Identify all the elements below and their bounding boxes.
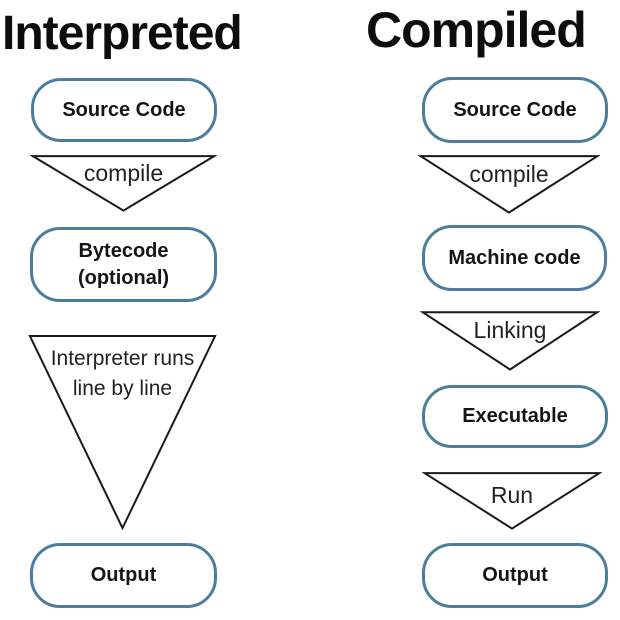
down-triangle-icon [422, 472, 602, 530]
node-machine-code: Machine code [422, 225, 607, 291]
arrow-label: compile [469, 161, 549, 187]
node-bytecode-optional: Bytecode (optional) [30, 227, 217, 302]
node-label: Source Code [453, 98, 577, 121]
arrow-label: Linking [473, 317, 547, 343]
compiled-column-title: Compiled [366, 2, 587, 58]
arrow-label: compile [83, 160, 164, 186]
arrow-label-line1: Interpreter runs [50, 347, 195, 370]
node-output-interpreted: Output [30, 543, 217, 608]
arrow-run: Run [422, 472, 602, 530]
node-output-compiled: Output [422, 543, 608, 608]
arrow-label: Interpreter runs line by line [51, 344, 195, 405]
arrow-linking: Linking [420, 311, 600, 371]
node-label: Source Code [62, 98, 186, 121]
node-label-line2: (optional) [77, 266, 170, 289]
arrow-label: Run [490, 482, 534, 508]
down-triangle-icon [418, 155, 600, 214]
node-label-line1: Bytecode [78, 239, 169, 262]
down-triangle-icon [420, 311, 600, 371]
node-source-code-compiled: Source Code [422, 77, 608, 143]
interpreted-column-title: Interpreted [2, 7, 243, 60]
down-triangle-icon [28, 333, 217, 530]
node-source-code-interpreted: Source Code [31, 78, 217, 142]
down-triangle-icon [30, 155, 217, 212]
node-label: Executable [462, 405, 568, 427]
node-executable: Executable [422, 385, 608, 448]
arrow-compile-compiled: compile [418, 155, 600, 214]
arrow-interpreter-runs: Interpreter runs line by line [28, 333, 217, 530]
node-label: Machine code [448, 246, 581, 269]
node-label: Output [482, 564, 548, 586]
arrow-label-line2: line by line [72, 377, 173, 401]
node-label: Output [90, 564, 157, 586]
arrow-compile-interpreted: compile [30, 155, 217, 212]
